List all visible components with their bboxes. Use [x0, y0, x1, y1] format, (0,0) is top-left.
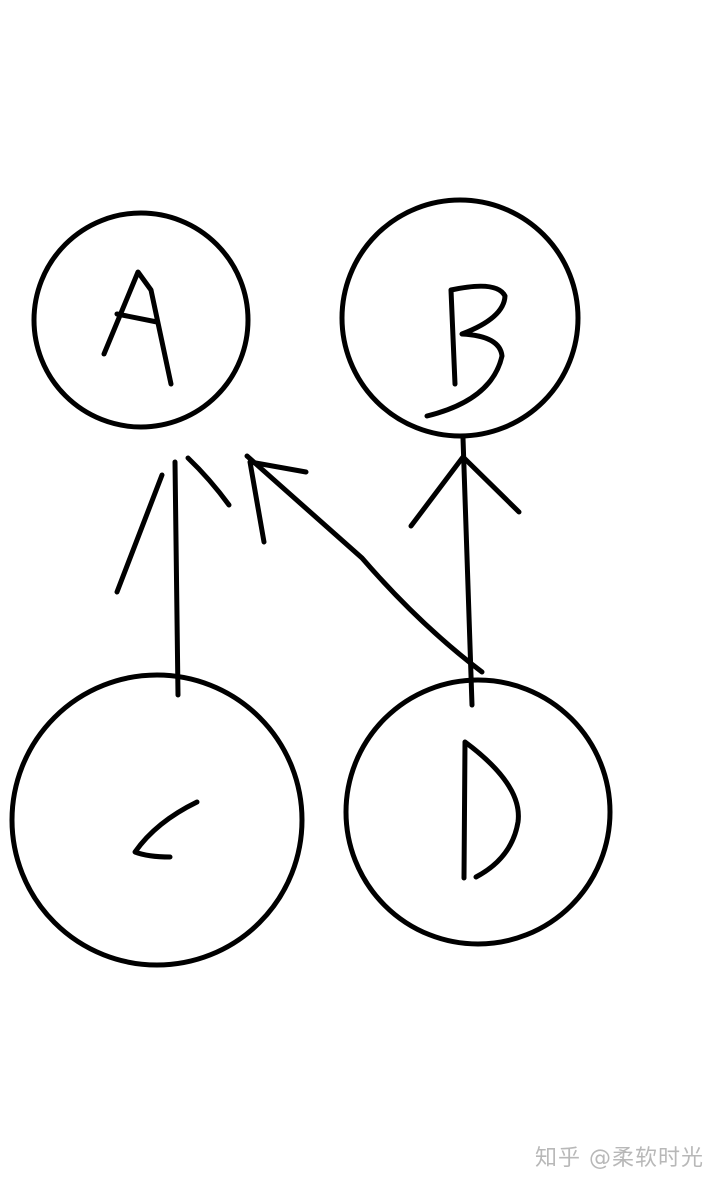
node-a-circle [31, 210, 251, 430]
node-b-letter [424, 283, 508, 419]
edge-c-to-a [114, 455, 232, 698]
edge-d-to-b-line [460, 435, 475, 708]
edge-d-to-b [408, 435, 522, 708]
node-c [9, 672, 305, 968]
node-d-letter [461, 739, 521, 881]
node-b [339, 197, 581, 439]
node-d-circle [343, 677, 613, 947]
edge-d-to-a [244, 453, 485, 675]
edge-c-to-a-arrowhead [114, 455, 232, 595]
node-a-letter [101, 269, 174, 387]
edge-d-to-a-arrowhead [247, 459, 309, 545]
node-c-letter [132, 799, 200, 860]
node-d [343, 677, 613, 947]
node-b-circle [339, 197, 581, 439]
node-c-circle [9, 672, 305, 968]
watermark-text: 知乎 @柔软时光 [535, 1146, 704, 1171]
node-a [31, 210, 251, 430]
edge-d-to-a-line [244, 453, 485, 675]
edge-d-to-b-arrowhead [408, 454, 522, 529]
edge-c-to-a-line [172, 459, 181, 698]
